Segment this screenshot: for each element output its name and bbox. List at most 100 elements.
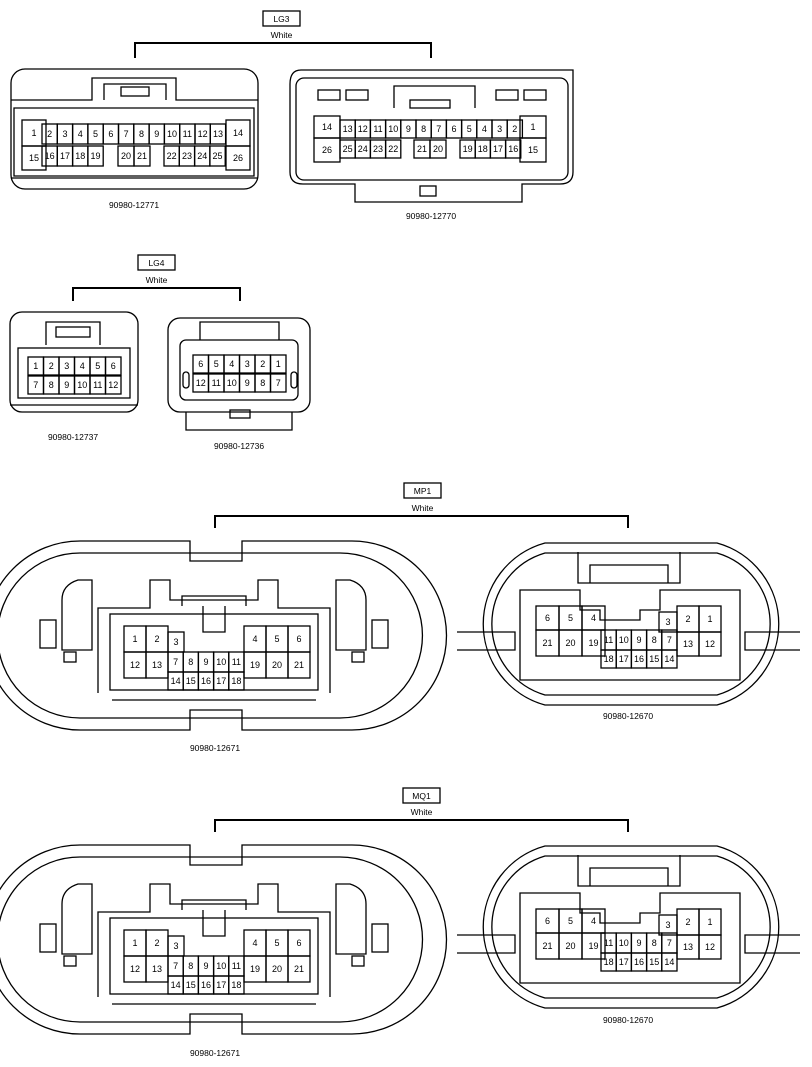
connector-lock-outline [181,595,247,606]
part-number-label: 90980-12736 [214,441,264,451]
pin-number: 9 [64,380,69,390]
pin-number: 5 [214,359,219,369]
pin-number: 1 [132,634,137,644]
connector-lock-outline [577,552,681,584]
part-number-label: 90980-12670 [603,1015,653,1025]
pin-number: 16 [201,980,211,990]
pin-number: 10 [619,938,629,948]
pin-number: 19 [250,964,260,974]
pin-cavity [104,356,122,376]
pin-number: 20 [565,638,575,648]
connector-key [229,409,251,419]
connector-inner [0,552,424,719]
connector-body [519,589,741,681]
pin-number: 19 [91,151,101,161]
pin-number: 17 [60,151,70,161]
connector-cavity-frame [179,339,299,401]
pin-number: 15 [186,980,196,990]
pin-number: 9 [636,635,641,645]
connector-slot [290,371,298,389]
group-mq1-label-box [402,787,441,804]
connector-lock-outline [11,77,258,101]
connector-latch [409,99,451,109]
pin-number: 3 [497,124,502,134]
group-mq1-bracket [214,819,629,832]
pin-number: 10 [167,129,177,139]
connector-tab [351,651,365,663]
pin-number: 14 [664,957,674,967]
pin-number: 5 [568,916,573,926]
connector-lock-outline [199,321,280,340]
pin-number: 10 [227,378,237,388]
group-lg4-bracket [72,287,241,301]
pin-number: 1 [132,938,137,948]
pin-number: 9 [154,129,159,139]
pin-cavity [661,952,678,972]
pin-number: 20 [272,660,282,670]
pin-number: 1 [31,128,36,138]
pin-number: 12 [198,129,208,139]
pin-number: 16 [634,957,644,967]
pin-number: 18 [231,980,241,990]
pin-number: 8 [188,657,193,667]
pin-cavity [104,375,122,395]
connector-guide-right [335,579,367,651]
pin-number: 14 [171,676,181,686]
connector-lock-outline [393,85,476,108]
pin-number: 4 [482,124,487,134]
pin-number: 6 [108,129,113,139]
group-mp1-bracket [214,515,629,528]
connector-lock [589,867,669,886]
connector-slot [495,89,519,101]
pin-number: 5 [95,361,100,371]
pin-number: 11 [232,657,241,667]
pin-number: 6 [451,124,456,134]
pin-number: 11 [212,378,221,388]
pin-number: 21 [294,964,304,974]
connector-body [519,892,741,984]
pin-number: 12 [705,942,715,952]
pin-number: 4 [229,359,234,369]
pin-number: 8 [652,938,657,948]
pin-number: 2 [685,917,690,927]
connector-cavity-frame [13,107,255,177]
pin-number: 25 [343,144,353,154]
pin-number: 3 [173,637,178,647]
pin-number: 8 [139,129,144,139]
pin-cavity [504,139,522,159]
pin-number: 21 [294,660,304,670]
connector-guide-left [61,579,93,651]
pin-number: 1 [276,359,281,369]
pin-cavity [287,955,311,983]
pin-number: 20 [272,964,282,974]
pin-cavity [87,145,104,167]
pin-number: 13 [213,129,223,139]
pin-number: 11 [93,380,102,390]
pin-number: 8 [421,124,426,134]
pin-number: 8 [49,380,54,390]
group-lg3-label-box [262,10,301,27]
connector-guide-left [61,883,93,955]
part-number-label: 90980-12737 [48,432,98,442]
pin-cavity [429,139,447,159]
connector-inner [491,552,771,696]
pin-number: 7 [276,378,281,388]
pin-number: 9 [406,124,411,134]
pin-number: 9 [203,657,208,667]
pin-number: 7 [33,380,38,390]
pin-number: 6 [545,916,550,926]
connector-guide-right [335,883,367,955]
pin-number: 25 [213,151,223,161]
pin-number: 24 [197,151,207,161]
connector-housing [289,69,574,203]
group-lg3-color: White [271,30,293,40]
pin-number: 12 [130,660,140,670]
pin-number: 6 [545,613,550,623]
pin-cavity [581,932,606,960]
pin-number: 21 [417,144,427,154]
pin-cavity [519,137,547,163]
pin-number: 17 [216,980,226,990]
pin-number: 20 [121,151,131,161]
